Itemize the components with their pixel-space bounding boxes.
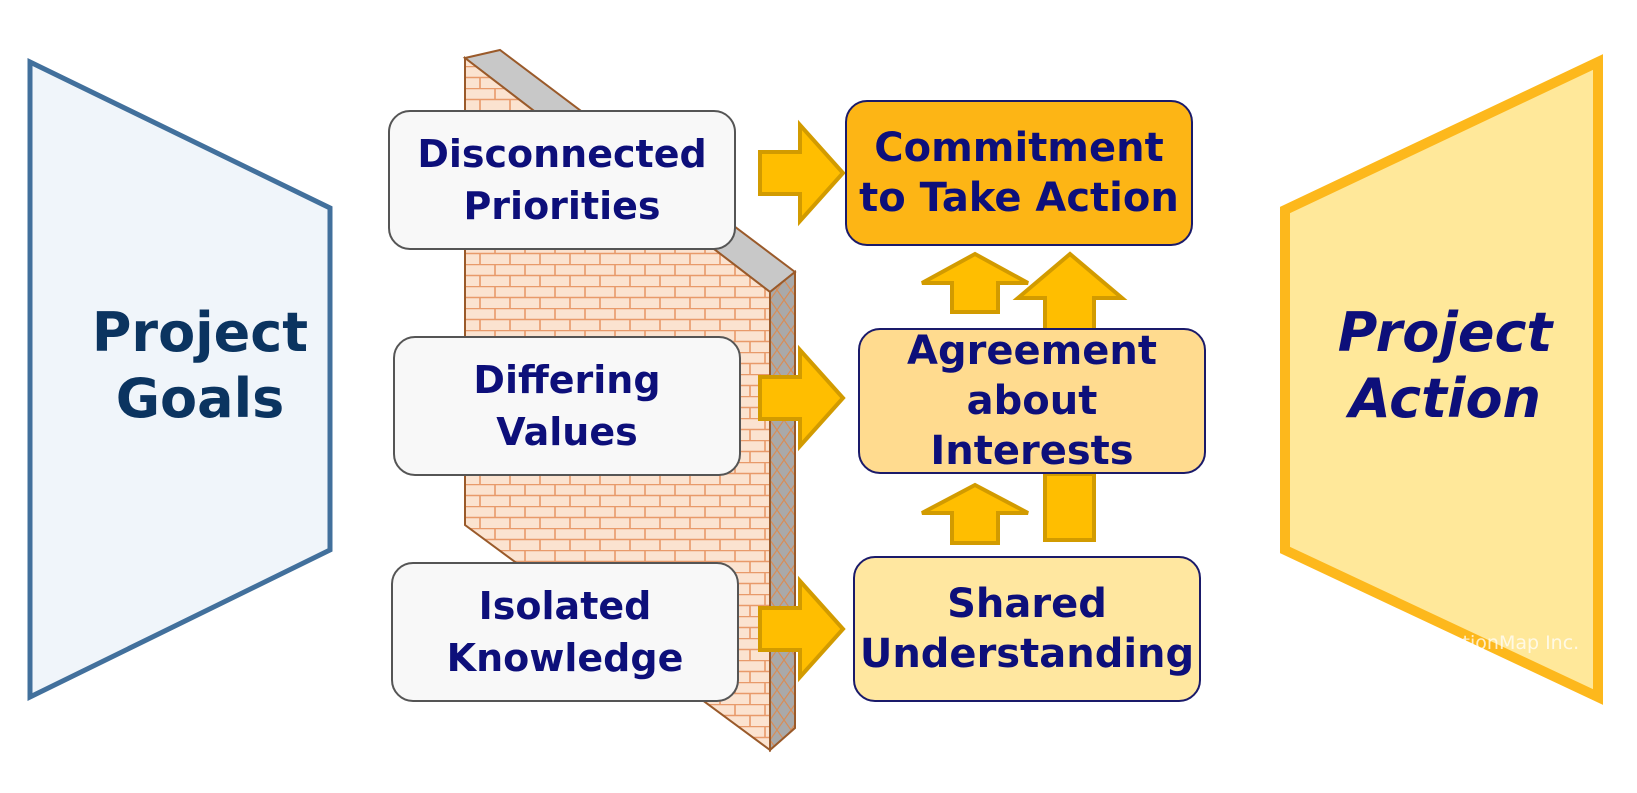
project-action-shape xyxy=(1280,54,1603,705)
project-action-line1: Project xyxy=(1337,301,1553,364)
stage-2-line1: Agreement xyxy=(907,328,1157,374)
project-goals-label: Project Goals xyxy=(90,300,310,432)
project-goals-line2: Goals xyxy=(115,367,285,430)
stage-1-line2: to Take Action xyxy=(859,175,1179,221)
barrier-3-line1: Isolated xyxy=(478,584,652,628)
barrier-2-line1: Differing xyxy=(473,358,661,402)
stage-2-line2: about Interests xyxy=(930,378,1134,474)
copyright-watermark: © 2019 ActionMap Inc. xyxy=(1360,632,1580,654)
brick-wall-side xyxy=(769,269,796,753)
stage-1-line1: Commitment xyxy=(874,125,1164,171)
barrier-1-line2: Priorities xyxy=(463,184,661,228)
project-goals-shape xyxy=(27,58,333,702)
barrier-3-line2: Knowledge xyxy=(446,636,684,680)
arrow-up-shared-to-agreement-large xyxy=(1043,472,1096,542)
barrier-2-line2: Values xyxy=(496,410,638,454)
project-goals-line1: Project xyxy=(91,301,309,364)
arrow-right-1 xyxy=(758,119,846,227)
project-action-label: Project Action xyxy=(1325,300,1565,432)
stage-3-line2: Understanding xyxy=(859,631,1195,677)
project-action-line2: Action xyxy=(1348,367,1541,430)
arrow-up-shared-to-agreement-small xyxy=(921,482,1029,545)
arrow-up-agreement-to-commitment-large xyxy=(1012,251,1128,332)
barrier-1-line1: Disconnected xyxy=(417,132,707,176)
arrow-right-3 xyxy=(758,575,846,683)
stage-3-line1: Shared xyxy=(947,581,1107,627)
arrow-up-agreement-to-commitment-small xyxy=(921,251,1029,314)
arrow-right-2 xyxy=(758,344,846,452)
